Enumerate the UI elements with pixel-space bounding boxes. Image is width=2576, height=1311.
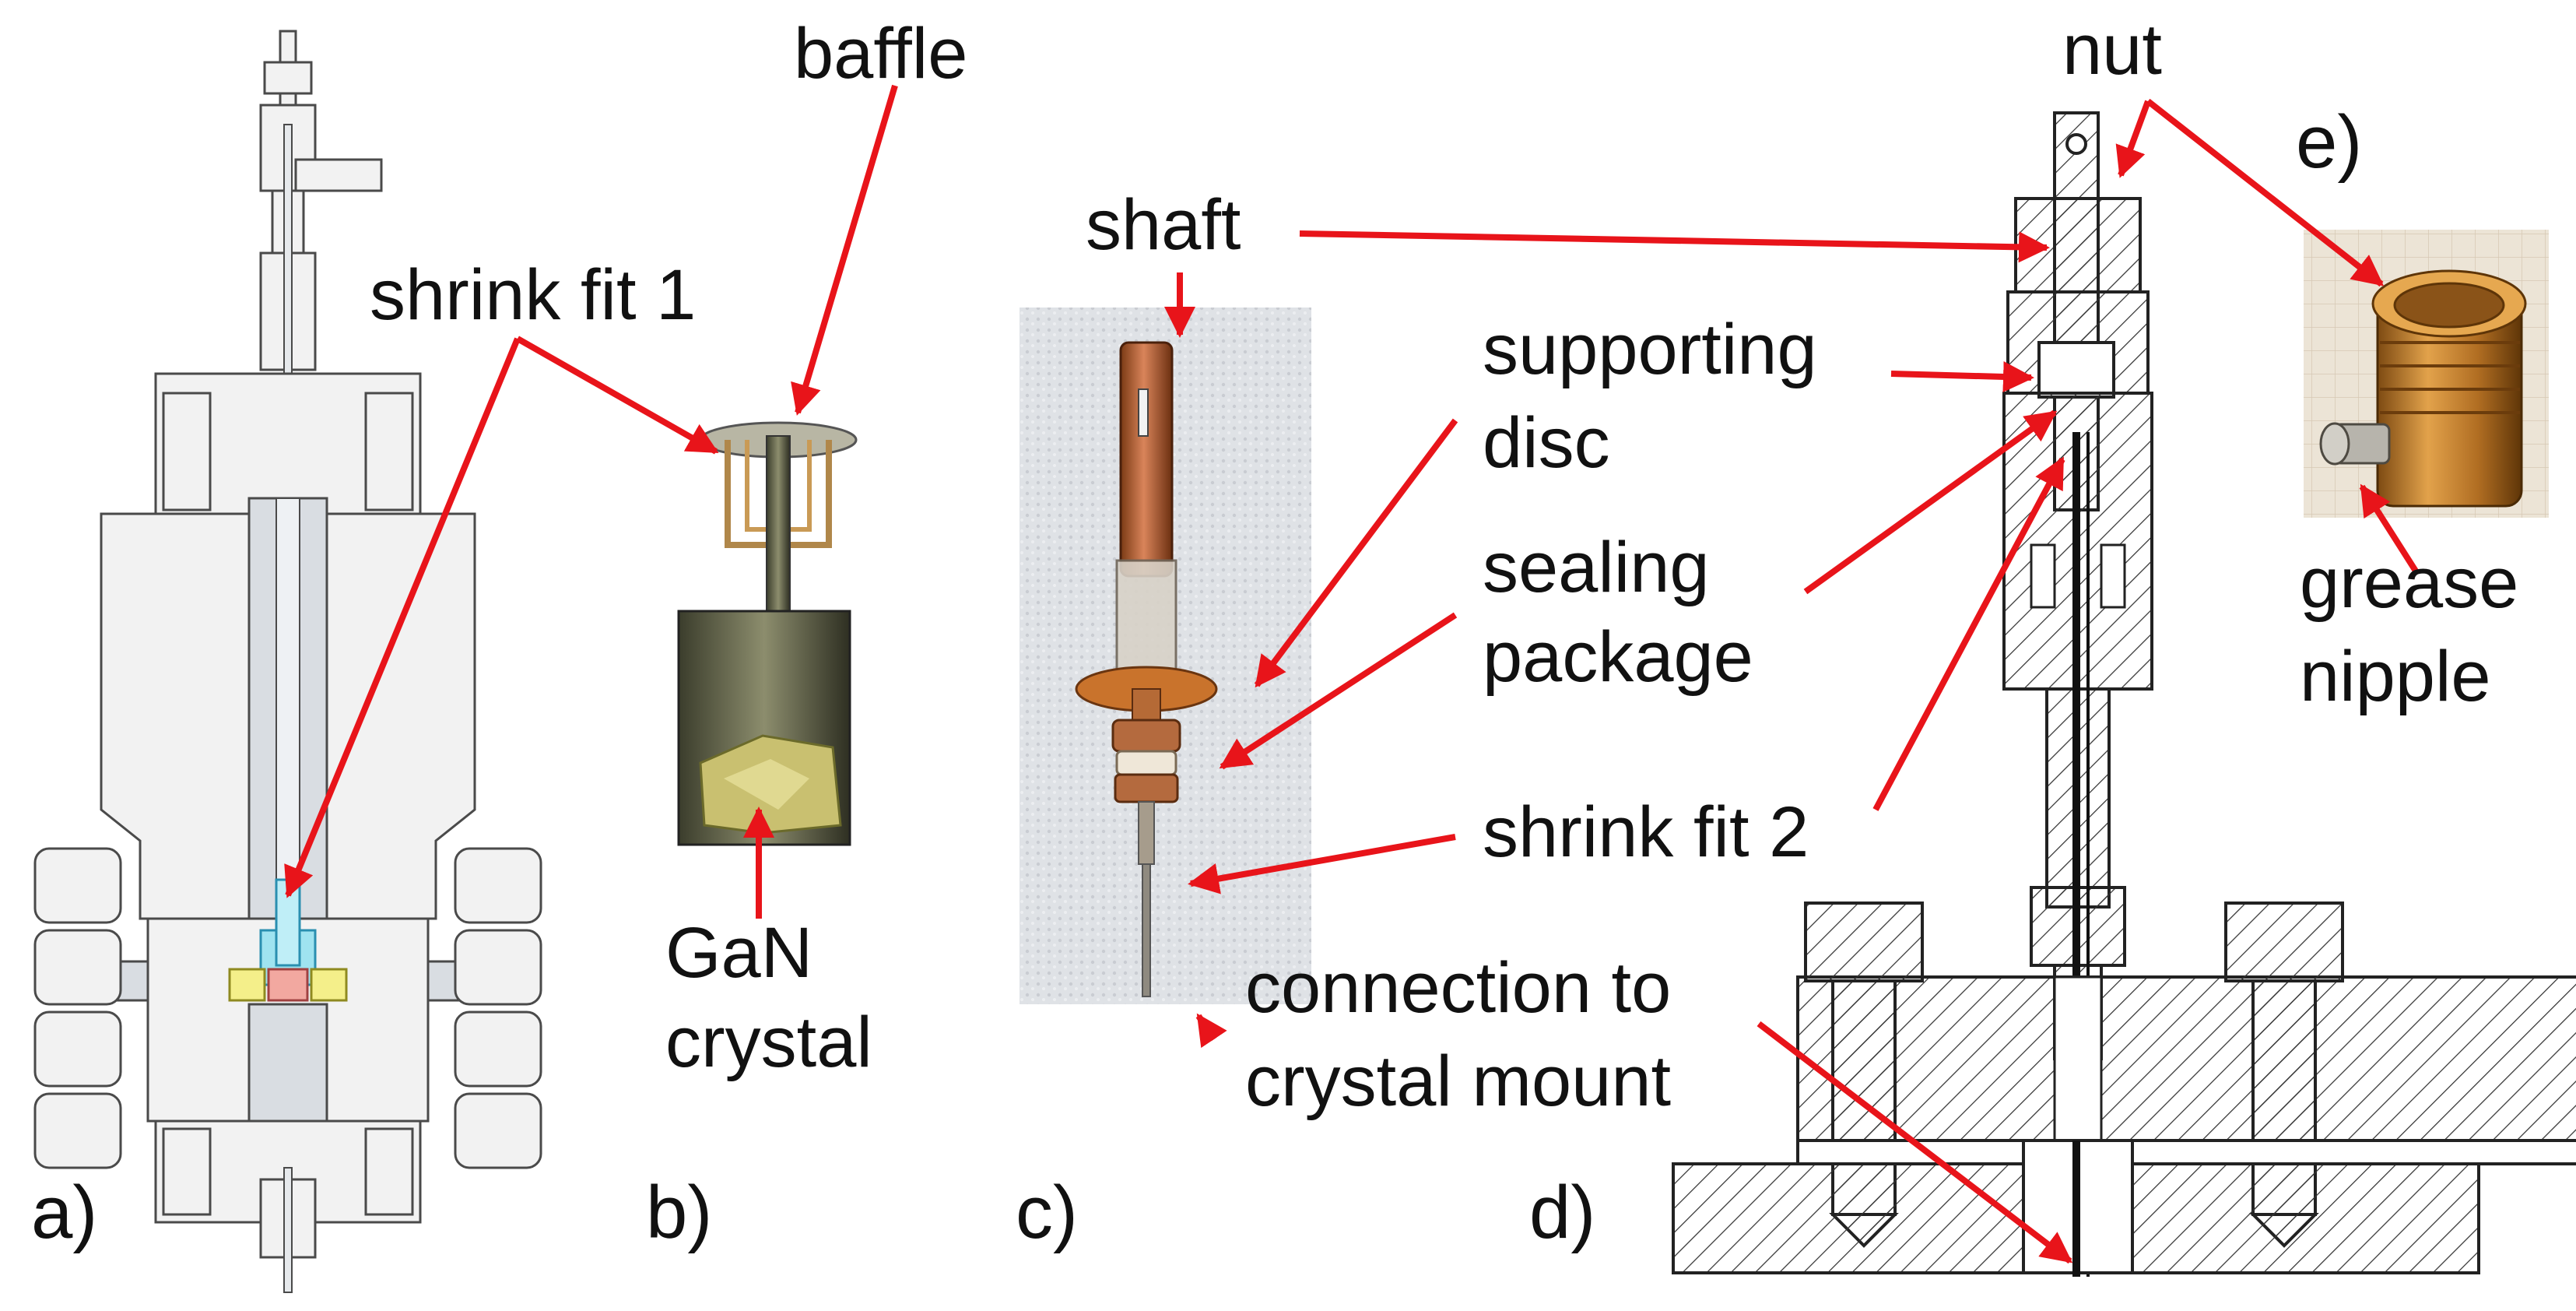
label-baffle: baffle — [794, 14, 967, 93]
left-bolts — [33, 847, 122, 1169]
panel-letter-e: e) — [2296, 100, 2362, 184]
panel-letters: a) b) c) d) e) — [31, 100, 2362, 1254]
panel-d-section-drawing — [1672, 111, 2576, 1277]
label-gan: GaN — [665, 913, 812, 993]
label-nut: nut — [2062, 10, 2162, 90]
arrow-shrink-fit-2-photo — [1188, 834, 1456, 895]
label-nipple: nipple — [2300, 637, 2491, 716]
right-bolts — [454, 847, 542, 1169]
arrow-sealing-package-drawing — [1803, 409, 2058, 595]
arrow-shaft-drawing — [1299, 230, 2050, 263]
arrow-nut-drawing — [2115, 100, 2151, 178]
panel-a-autoclave-drawing — [33, 30, 542, 1293]
label-sealing: sealing — [1483, 528, 1710, 607]
label-package: package — [1483, 617, 1753, 697]
arrow-shrink-fit-2-drawing — [1872, 456, 2065, 811]
arrow-baffle — [791, 84, 898, 416]
panel-letter-a: a) — [31, 1171, 97, 1254]
label-shrink-fit-1: shrink fit 1 — [370, 255, 696, 335]
label-shaft: shaft — [1086, 185, 1241, 265]
arrow-grease-nipple — [2359, 483, 2420, 575]
arrow-connection-photo — [1195, 1013, 1227, 1049]
arrow-shrink-fit-1-a — [516, 336, 719, 455]
panel-letter-d: d) — [1529, 1171, 1595, 1254]
arrow-supporting-disc-drawing — [1890, 361, 2034, 392]
panel-b-photo — [654, 385, 872, 852]
label-connection-to: connection to — [1245, 948, 1671, 1028]
labels: baffle shrink fit 1 GaN crystal shaft su… — [370, 10, 2518, 1121]
panel-letter-b: b) — [646, 1171, 712, 1254]
arrow-sealing-package-photo — [1219, 612, 1458, 770]
arrow-nut-photo — [2146, 98, 2385, 287]
label-crystal-mount: crystal mount — [1245, 1042, 1671, 1121]
label-grease: grease — [2300, 543, 2518, 623]
panel-letter-c: c) — [1016, 1171, 1078, 1254]
label-disc: disc — [1483, 403, 1610, 483]
annotation-arrows — [284, 84, 2420, 1264]
arrow-shrink-fit-1-b — [284, 337, 521, 898]
label-shrink-fit-2: shrink fit 2 — [1483, 793, 1809, 872]
panel-c-photo — [1020, 308, 1311, 1004]
arrow-supporting-disc-photo — [1254, 418, 1458, 688]
label-supporting: supporting — [1483, 310, 1817, 389]
arrow-connection-drawing — [1757, 1021, 2073, 1264]
label-crystal: crystal — [665, 1003, 872, 1082]
panel-e-photo — [2304, 230, 2549, 518]
